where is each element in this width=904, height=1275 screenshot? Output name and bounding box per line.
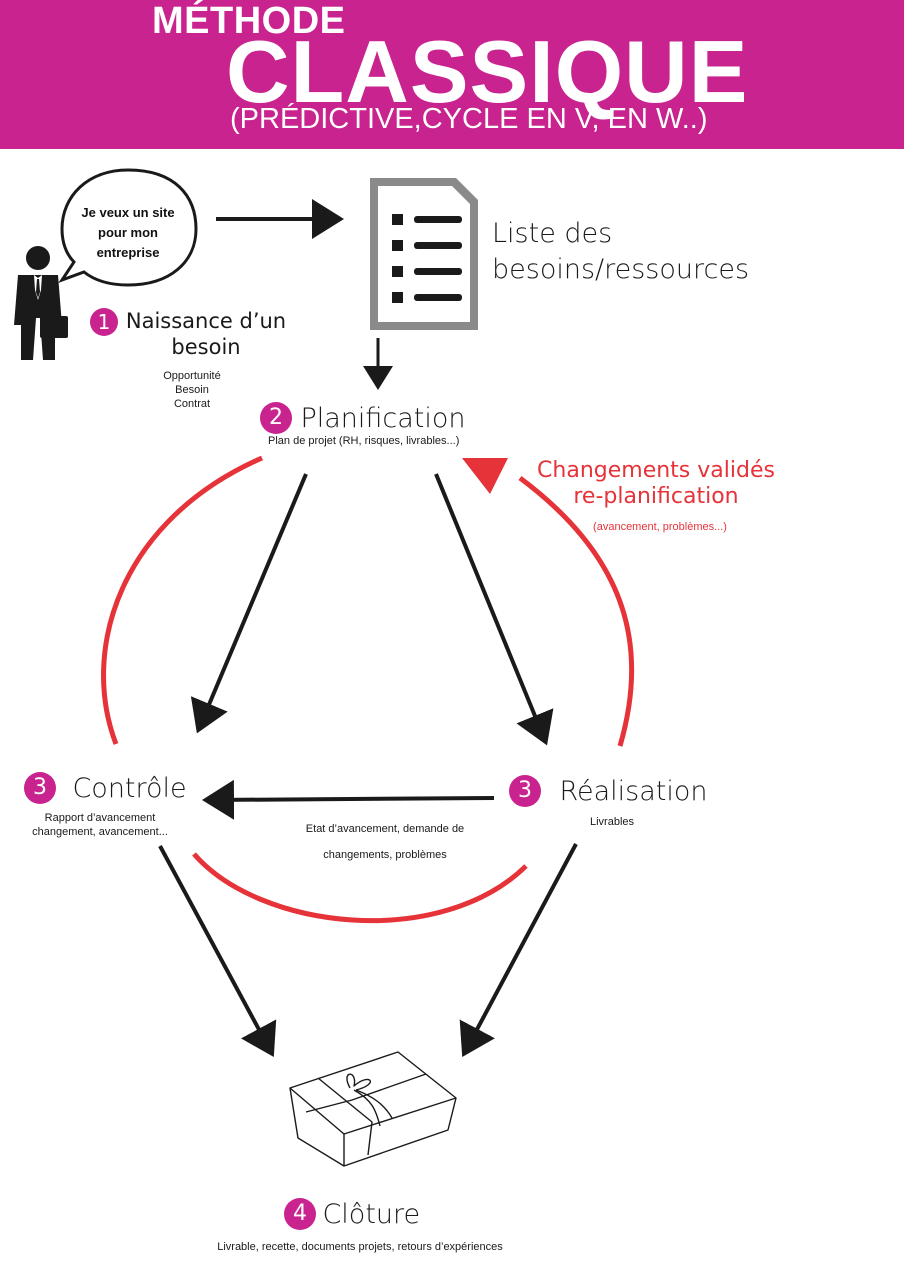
detail-besoin: Besoin [175, 384, 209, 396]
step-number-badge: 3 [24, 772, 56, 804]
step-realisation-title: Réalisation [559, 775, 708, 807]
step-controle-detail: Rapport d’avancement changement, avancem… [22, 811, 178, 839]
package-icon [289, 1051, 457, 1167]
arrow-controle-to-cloture [158, 845, 277, 1058]
step-number-badge: 4 [284, 1198, 316, 1230]
speech-bubble-text: Je veux un site pour mon entreprise [81, 205, 175, 260]
step-number-badge: 3 [509, 775, 541, 807]
step-planification-title: Planification [300, 402, 466, 434]
step-naissance-title-line1: Naissance d’un [125, 309, 287, 333]
step-number-badge: 2 [260, 402, 292, 434]
document-label: Liste des besoins/ressources [492, 216, 749, 288]
red-arc-left [101, 455, 264, 745]
red-arc-right [518, 475, 635, 747]
feedback-label: Changements validés re-planification [528, 458, 784, 510]
feedback-detail: (avancement, problèmes...) [593, 521, 727, 533]
step-naissance-title-line2: besoin [171, 335, 241, 359]
feedback-line2: re-planification [573, 484, 739, 509]
step-number-badge: 1 [90, 308, 118, 336]
realisation-to-controle-line2: changements, problèmes [323, 849, 447, 861]
arrow-planification-to-controle [190, 473, 308, 734]
arrow-realisation-to-cloture [459, 843, 578, 1058]
document-label-line2: besoins/ressources [492, 254, 750, 285]
businessman-icon [14, 246, 68, 360]
arrow-planification-to-realisation [434, 473, 554, 746]
step-controle-detail-line2: changement, avancement... [32, 826, 168, 838]
step-controle-detail-line1: Rapport d’avancement [44, 812, 156, 824]
step-cloture: 4 Clôture [284, 1198, 420, 1230]
step-naissance: 1 [90, 308, 118, 336]
document-label-line1: Liste des [492, 218, 613, 249]
realisation-to-controle-label: Etat d’avancement, demande de changement… [270, 816, 500, 868]
document-icon [370, 178, 478, 330]
speech-bubble [58, 168, 198, 287]
header-title-line2: CLASSIQUE [226, 22, 749, 121]
step-realisation-detail: Livrables [589, 816, 635, 828]
header-subtitle: (PRÉDICTIVE,CYCLE EN V, EN W..) [230, 103, 708, 135]
header-title-line1: MÉTHODE [152, 0, 346, 42]
detail-contrat: Contrat [173, 398, 211, 410]
red-arrowhead [462, 458, 508, 494]
step-controle-title: Contrôle [72, 772, 187, 804]
realisation-to-controle-line1: Etat d’avancement, demande de [305, 823, 465, 835]
step-cloture-detail: Livrable, recette, documents projets, re… [217, 1241, 503, 1253]
step-controle: 3 Contrôle [24, 772, 187, 804]
detail-opportunite: Opportunité [163, 370, 221, 382]
arrow-realisation-to-controle [202, 779, 495, 820]
red-arc-bottom [192, 852, 528, 923]
header-banner: MÉTHODE CLASSIQUE (PRÉDICTIVE,CYCLE EN V… [0, 0, 904, 149]
feedback-line1: Changements validés [537, 458, 775, 483]
step-naissance-title: Naissance d’un besoin [122, 308, 290, 360]
step-naissance-details: Opportunité Besoin Contrat [142, 369, 242, 411]
step-realisation: 3 Réalisation [509, 775, 708, 807]
step-planification: 2 Planification [260, 402, 466, 434]
step-planification-detail: Plan de projet (RH, risques, livrables..… [268, 435, 460, 447]
step-cloture-title: Clôture [322, 1198, 421, 1230]
